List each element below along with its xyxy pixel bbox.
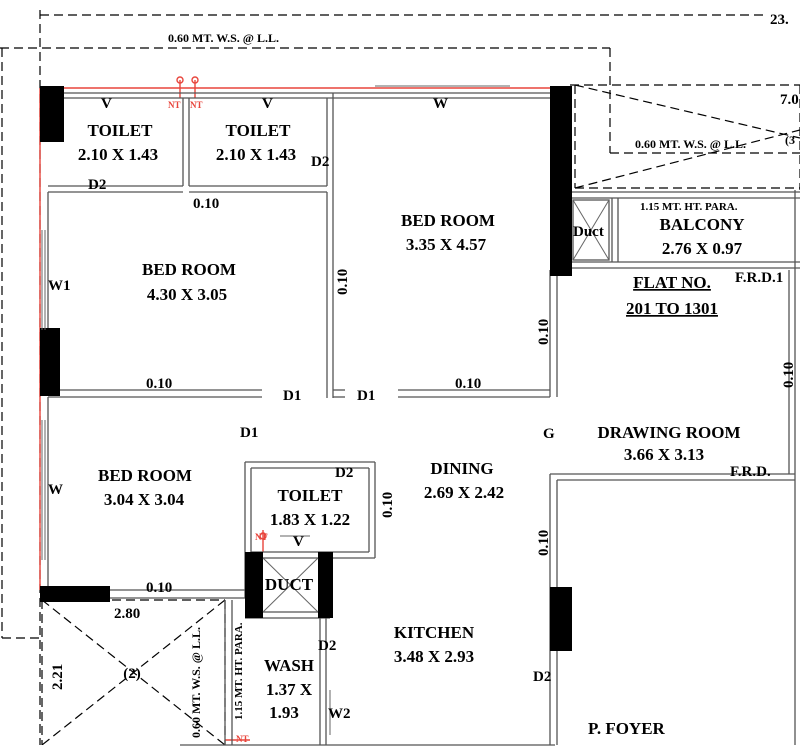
toilet2-dim: 2.10 X 1.43 <box>216 145 296 164</box>
duct-shafts <box>262 199 610 613</box>
bed-top-dim: 3.35 X 4.57 <box>406 235 487 254</box>
gate-g-label: G <box>543 426 555 442</box>
wash-dim2: 1.93 <box>269 703 299 722</box>
window-marks <box>41 85 510 735</box>
duct-label: DUCT <box>265 575 314 594</box>
toilet1-dim: 2.10 X 1.43 <box>78 145 158 164</box>
flat-no-line1: FLAT NO. <box>633 273 711 292</box>
wall-thickness-8: 0.10 <box>380 492 396 518</box>
ws-left-bottom-label: 0.60 MT. W.S. @ L.L. <box>189 627 203 738</box>
dining-name: DINING <box>430 459 493 478</box>
window-v-3: V <box>293 534 304 550</box>
dim-221-label: 2.21 <box>50 664 66 690</box>
door-d1-3: D1 <box>240 425 258 441</box>
wall-thickness-4: 0.10 <box>455 376 481 392</box>
ws-top-label: 0.60 MT. W.S. @ L.L. <box>168 31 279 45</box>
walls <box>42 92 800 746</box>
nt-label-2: NT <box>190 100 203 110</box>
wall-thickness-1: 0.10 <box>193 196 219 212</box>
nt-label-4: NT <box>236 734 249 744</box>
bed-bottom-name: BED ROOM <box>98 466 192 485</box>
duct-small-label: Duct <box>573 224 604 240</box>
ws-right-label: 0.60 MT. W.S. @ L.L. <box>635 137 746 151</box>
dining-dim: 2.69 X 2.42 <box>424 483 504 502</box>
door-d1-1: D1 <box>283 388 301 404</box>
wash-dim1: 1.37 X <box>266 680 313 699</box>
window-w1: W1 <box>48 278 71 294</box>
terrace-number: (2) <box>123 666 141 682</box>
top-dimension-label: 23. <box>770 12 789 28</box>
red-outline <box>39 76 565 741</box>
frd-label: F.R.D. <box>730 464 771 480</box>
para-bottom-label: 1.15 MT. HT. PARA. <box>233 622 245 720</box>
bed-left-dim: 4.30 X 3.05 <box>147 285 227 304</box>
flat-no-line2: 201 TO 1301 <box>626 299 718 318</box>
toilet2-name: TOILET <box>226 121 292 140</box>
door-d1-2: D1 <box>357 388 375 404</box>
right-dimension-label: 7.0 <box>780 92 799 108</box>
bed-top-name: BED ROOM <box>401 211 495 230</box>
window-v-1: V <box>101 96 112 112</box>
balcony-dim: 2.76 X 0.97 <box>662 239 743 258</box>
bed-left-name: BED ROOM <box>142 260 236 279</box>
nt-label-3: NT <box>255 532 268 542</box>
toilet3-dim: 1.83 X 1.22 <box>270 510 350 529</box>
wall-thickness-9: 0.10 <box>146 580 172 596</box>
columns <box>40 86 572 651</box>
para-balcony-label: 1.15 MT. HT. PARA. <box>640 201 738 213</box>
door-d2-1: D2 <box>88 177 106 193</box>
foyer-name: P. FOYER <box>588 719 666 738</box>
wall-thickness-6: 0.10 <box>781 362 797 388</box>
drawing-dim: 3.66 X 3.13 <box>624 445 704 464</box>
window-v-2: V <box>262 96 273 112</box>
bed-bottom-dim: 3.04 X 3.04 <box>104 490 185 509</box>
nt-label-1: NT <box>168 100 181 110</box>
kitchen-name: KITCHEN <box>394 623 475 642</box>
window-w2: W2 <box>328 706 351 722</box>
window-w-2: W <box>48 482 63 498</box>
kitchen-dim: 3.48 X 2.93 <box>394 647 474 666</box>
wall-thickness-3: 0.10 <box>146 376 172 392</box>
toilet3-name: TOILET <box>278 486 344 505</box>
door-d2-5: D2 <box>533 669 551 685</box>
wall-thickness-5: 0.10 <box>536 319 552 345</box>
toilet1-name: TOILET <box>88 121 154 140</box>
door-d2-3: D2 <box>335 465 353 481</box>
right-number-label: (3 <box>785 133 795 147</box>
wall-thickness-2: 0.10 <box>335 269 351 295</box>
dim-280-label: 2.80 <box>114 606 140 622</box>
balcony-name: BALCONY <box>659 215 744 234</box>
drawing-name: DRAWING ROOM <box>597 423 740 442</box>
door-d2-2: D2 <box>311 154 329 170</box>
window-w-1: W <box>433 96 448 112</box>
door-d2-4: D2 <box>318 638 336 654</box>
wash-name: WASH <box>264 656 314 675</box>
wall-thickness-7: 0.10 <box>536 530 552 556</box>
frd1-label: F.R.D.1 <box>735 270 783 286</box>
